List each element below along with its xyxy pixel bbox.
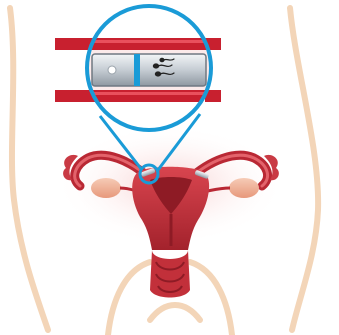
cervix [150, 250, 190, 298]
groin-curve [150, 305, 200, 320]
magnified-tube-wall-top [80, 38, 220, 50]
implant-barrier [134, 54, 140, 86]
right-thigh-line [190, 262, 232, 335]
egg-icon [108, 66, 116, 74]
left-ovary [91, 178, 121, 198]
left-thigh-line [108, 262, 150, 335]
body-left-side [10, 8, 48, 330]
magnified-tube-wall-bottom [80, 90, 220, 102]
body-right-side [290, 8, 318, 330]
right-ovary [229, 178, 259, 198]
